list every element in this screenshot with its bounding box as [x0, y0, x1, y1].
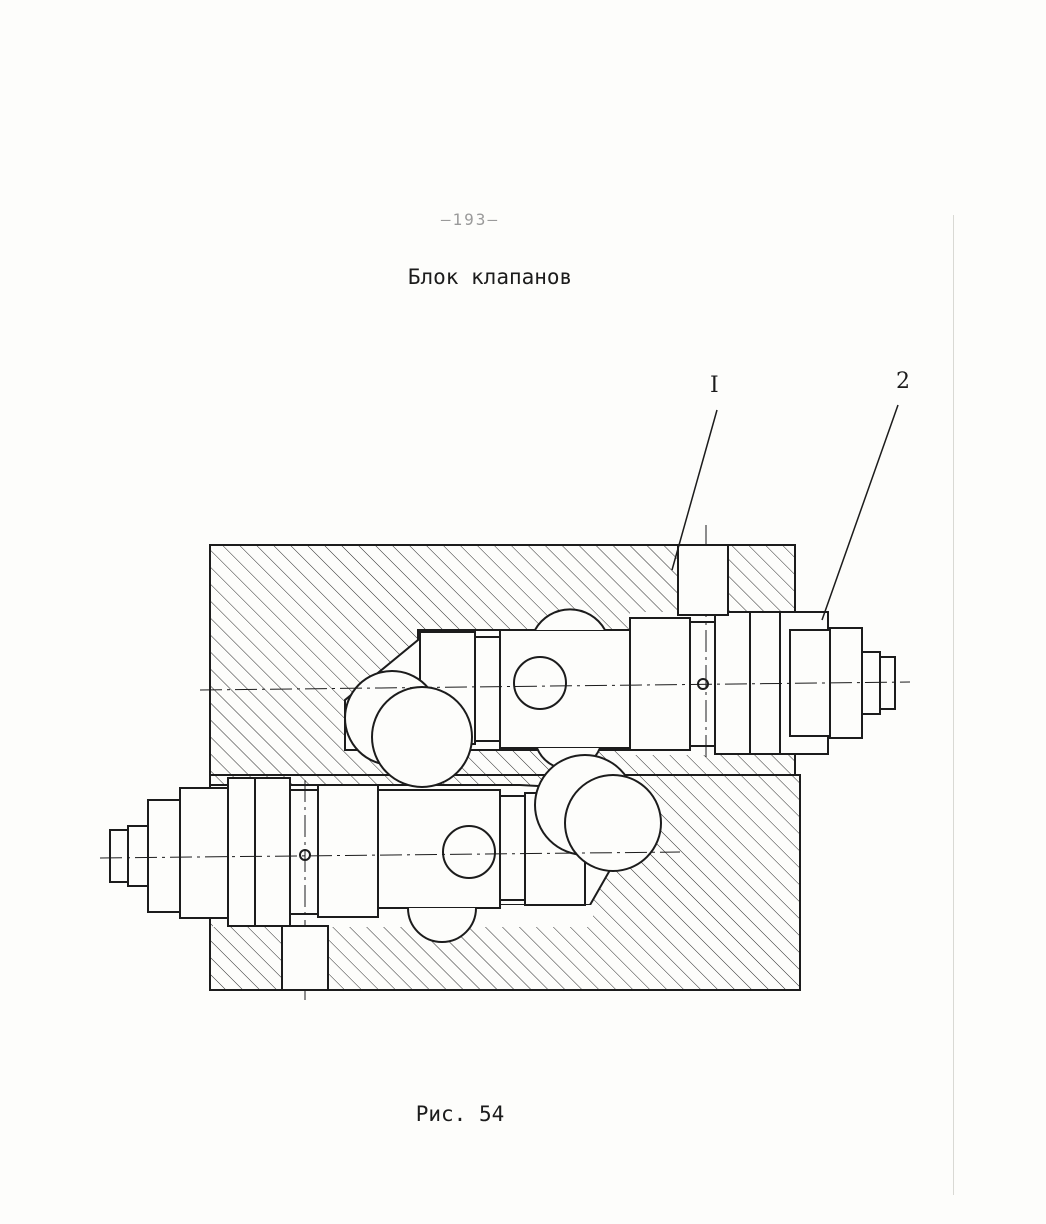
figure-title: Блок клапанов — [407, 265, 573, 289]
lower-balls — [407, 754, 662, 943]
leader-lines — [671, 404, 899, 621]
page-number: —193— — [440, 210, 500, 229]
upper-balls — [344, 608, 606, 788]
callout-label-2: 2 — [896, 369, 910, 394]
callout-label-1: I — [710, 373, 719, 398]
scan-edge-line — [953, 215, 954, 1195]
figure-caption: Рис. 54 — [415, 1102, 505, 1126]
ports — [281, 544, 729, 991]
